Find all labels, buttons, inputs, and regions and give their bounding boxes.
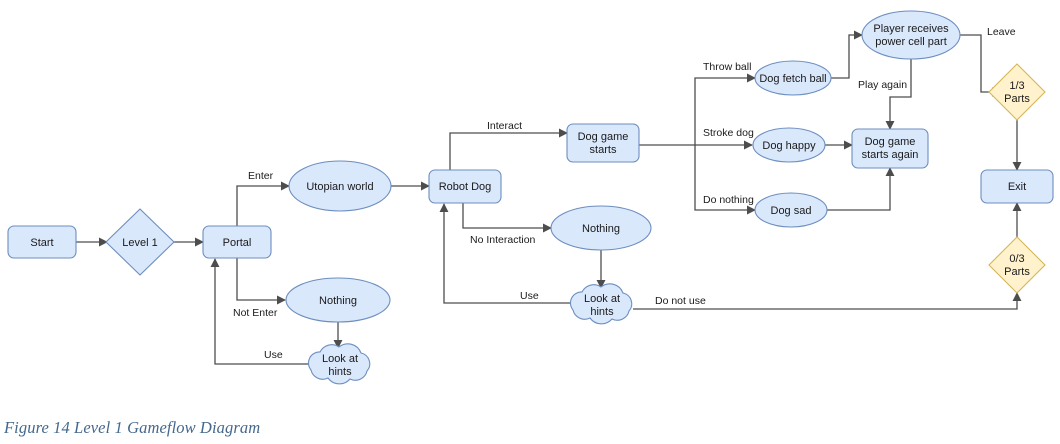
edge-label-use-robotdog: Use xyxy=(520,290,539,302)
node-player-receives-power-cell-part-shape[interactable] xyxy=(861,10,961,60)
node-dog-fetch-ball-shape[interactable] xyxy=(754,60,832,96)
node-nothing-1-label: Nothing xyxy=(319,295,357,307)
node-look-at-hints-2-line2: hints xyxy=(590,306,614,318)
node-dog-sad-shape[interactable] xyxy=(754,192,828,228)
node-parts-0-of-3-line2: Parts xyxy=(1004,266,1030,278)
node-dog-game-starts-again-line1: Dog game xyxy=(865,136,916,148)
node-start[interactable]: Start xyxy=(7,225,77,259)
edge-robotdog-to-doggame xyxy=(449,128,568,170)
node-dog-game-starts-again-line2: starts again xyxy=(862,149,919,161)
edge-label-leave: Leave xyxy=(987,26,1016,38)
node-dog-fetch-ball[interactable]: Dog fetch ball xyxy=(754,60,832,96)
node-start-label: Start xyxy=(30,237,53,249)
node-parts-1-of-3-line2: Parts xyxy=(1004,93,1030,105)
edge-label-do-nothing: Do nothing xyxy=(703,194,754,206)
edge-powercell-to-doggameagain xyxy=(885,58,912,130)
node-nothing-2[interactable]: Nothing xyxy=(550,205,652,251)
node-parts-1-of-3-line1: 1/3 xyxy=(1009,80,1024,92)
node-exit-label: Exit xyxy=(1008,181,1026,193)
node-power-cell-line1: Player receives xyxy=(873,23,949,35)
figure-caption: Figure 14 Level 1 Gameflow Diagram xyxy=(4,418,261,437)
node-robot-dog[interactable]: Robot Dog xyxy=(428,169,502,204)
edge-label-stroke-dog: Stroke dog xyxy=(703,127,754,139)
node-dog-happy[interactable]: Dog happy xyxy=(752,127,826,163)
node-nothing-1[interactable]: Nothing xyxy=(285,277,391,323)
node-parts-0-of-3[interactable]: 0/3 Parts xyxy=(988,236,1046,294)
edge-sad-to-doggameagain xyxy=(827,167,895,211)
node-dog-happy-shape[interactable] xyxy=(752,127,826,163)
edge-label-not-enter: Not Enter xyxy=(233,307,278,319)
node-dog-game-starts-shape[interactable] xyxy=(566,123,640,163)
edge-powercell-to-parts13 xyxy=(959,34,1001,97)
edge-portal-to-nothing1 xyxy=(236,258,286,305)
node-parts-0-of-3-shape[interactable] xyxy=(988,236,1046,294)
node-exit-shape[interactable] xyxy=(980,169,1054,204)
edge-label-enter: Enter xyxy=(248,170,274,182)
edge-portal-to-utopian xyxy=(236,181,290,226)
node-dog-sad-label: Dog sad xyxy=(771,205,812,217)
node-look-at-hints-1-line2: hints xyxy=(328,366,352,378)
node-parts-1-of-3[interactable]: 1/3 Parts xyxy=(988,63,1046,121)
node-portal-shape[interactable] xyxy=(202,225,272,259)
edge-hints2-to-robotdog xyxy=(439,203,572,304)
node-dog-game-starts-again[interactable]: Dog game starts again xyxy=(851,128,929,169)
node-robot-dog-shape[interactable] xyxy=(428,169,502,204)
node-utopian-world-label: Utopian world xyxy=(306,181,373,193)
node-look-at-hints-1[interactable]: Look at hints xyxy=(307,343,371,385)
edge-fetch-to-powercell xyxy=(831,30,863,79)
edge-label-play-again: Play again xyxy=(858,79,907,91)
edge-hints1-to-portal xyxy=(210,258,310,365)
edge-robotdog-to-nothing2 xyxy=(462,203,552,233)
node-dog-sad[interactable]: Dog sad xyxy=(754,192,828,228)
node-parts-0-of-3-line1: 0/3 xyxy=(1009,253,1024,265)
edge-hints2-to-parts03 xyxy=(633,292,1022,310)
node-parts-1-of-3-shape[interactable] xyxy=(988,63,1046,121)
node-level1[interactable]: Level 1 xyxy=(105,208,175,276)
edge-label-use-portal: Use xyxy=(264,349,283,361)
nodes-layer: Start Level 1 Portal Utopian world Nothi… xyxy=(7,10,1054,385)
edge-labels-layer: Enter Not Enter Use Interact No Interact… xyxy=(233,26,1016,361)
node-dog-fetch-ball-label: Dog fetch ball xyxy=(759,73,826,85)
node-look-at-hints-2-shape[interactable] xyxy=(569,283,633,325)
node-dog-happy-label: Dog happy xyxy=(762,140,816,152)
node-dog-game-starts[interactable]: Dog game starts xyxy=(566,123,640,163)
node-nothing-2-shape[interactable] xyxy=(550,205,652,251)
node-power-cell-line2: power cell part xyxy=(875,36,947,48)
node-exit[interactable]: Exit xyxy=(980,169,1054,204)
node-utopian-world[interactable]: Utopian world xyxy=(288,160,392,212)
node-nothing-2-label: Nothing xyxy=(582,223,620,235)
edge-label-throw-ball: Throw ball xyxy=(703,61,751,73)
node-start-shape[interactable] xyxy=(7,225,77,259)
node-portal[interactable]: Portal xyxy=(202,225,272,259)
node-portal-label: Portal xyxy=(223,237,252,249)
node-robot-dog-label: Robot Dog xyxy=(439,181,492,193)
edges-layer xyxy=(76,30,1022,365)
edge-doggame-to-throwball xyxy=(639,73,756,146)
node-level1-label: Level 1 xyxy=(122,237,157,249)
node-nothing-1-shape[interactable] xyxy=(285,277,391,323)
edge-label-do-not-use: Do not use xyxy=(655,295,706,307)
edge-label-interact: Interact xyxy=(487,120,522,132)
node-look-at-hints-2-line1: Look at xyxy=(584,293,620,305)
node-level1-shape[interactable] xyxy=(105,208,175,276)
node-look-at-hints-1-line1: Look at xyxy=(322,353,358,365)
edge-doggame-to-donothing xyxy=(694,145,756,215)
node-dog-game-starts-again-shape[interactable] xyxy=(851,128,929,169)
node-utopian-world-shape[interactable] xyxy=(288,160,392,212)
node-look-at-hints-2[interactable]: Look at hints xyxy=(569,283,633,325)
node-look-at-hints-1-shape[interactable] xyxy=(307,343,371,385)
node-dog-game-starts-line1: Dog game xyxy=(578,131,629,143)
edge-label-no-interaction: No Interaction xyxy=(470,234,536,246)
node-player-receives-power-cell-part[interactable]: Player receives power cell part xyxy=(861,10,961,60)
node-dog-game-starts-line2: starts xyxy=(590,144,617,156)
